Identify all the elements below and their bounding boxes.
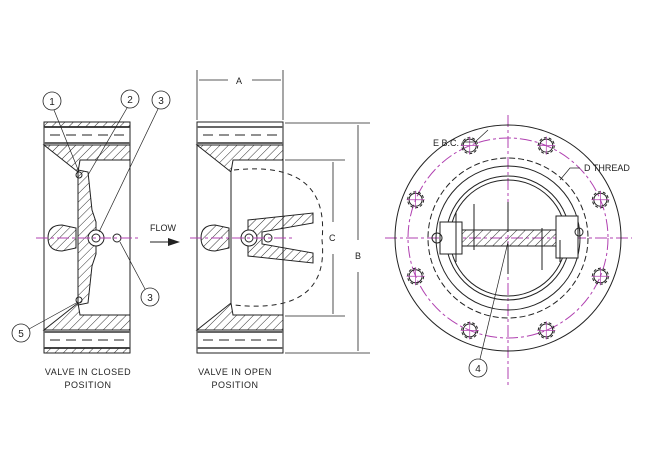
callout-d-thread: D THREAD [584,163,630,173]
flow-label: FLOW [150,223,177,233]
balloon-4: 4 [475,364,481,375]
dimension-lines [196,70,370,354]
dimension-a: A [236,76,242,86]
bolt-holes [406,136,610,340]
open-caption-line2: POSITION [211,380,258,390]
balloons [11,89,488,378]
balloon-1: 1 [49,97,55,108]
flow-arrow [150,238,180,246]
open-caption-line1: VALVE IN OPEN [198,367,272,377]
open-valve-section [195,121,324,354]
callout-e-bolt-circle: E B.C. [433,138,459,148]
dimension-c: C [329,233,336,243]
balloon-3-bottom: 3 [147,293,153,304]
balloon-5: 5 [18,329,24,340]
leader-lines [28,107,580,360]
balloon-2: 2 [127,95,133,106]
end-view [394,124,622,352]
balloon-3-top: 3 [158,96,164,107]
closed-caption-line1: VALVE IN CLOSED [45,367,131,377]
closed-caption-line2: POSITION [64,380,111,390]
dimension-b: B [355,251,361,261]
